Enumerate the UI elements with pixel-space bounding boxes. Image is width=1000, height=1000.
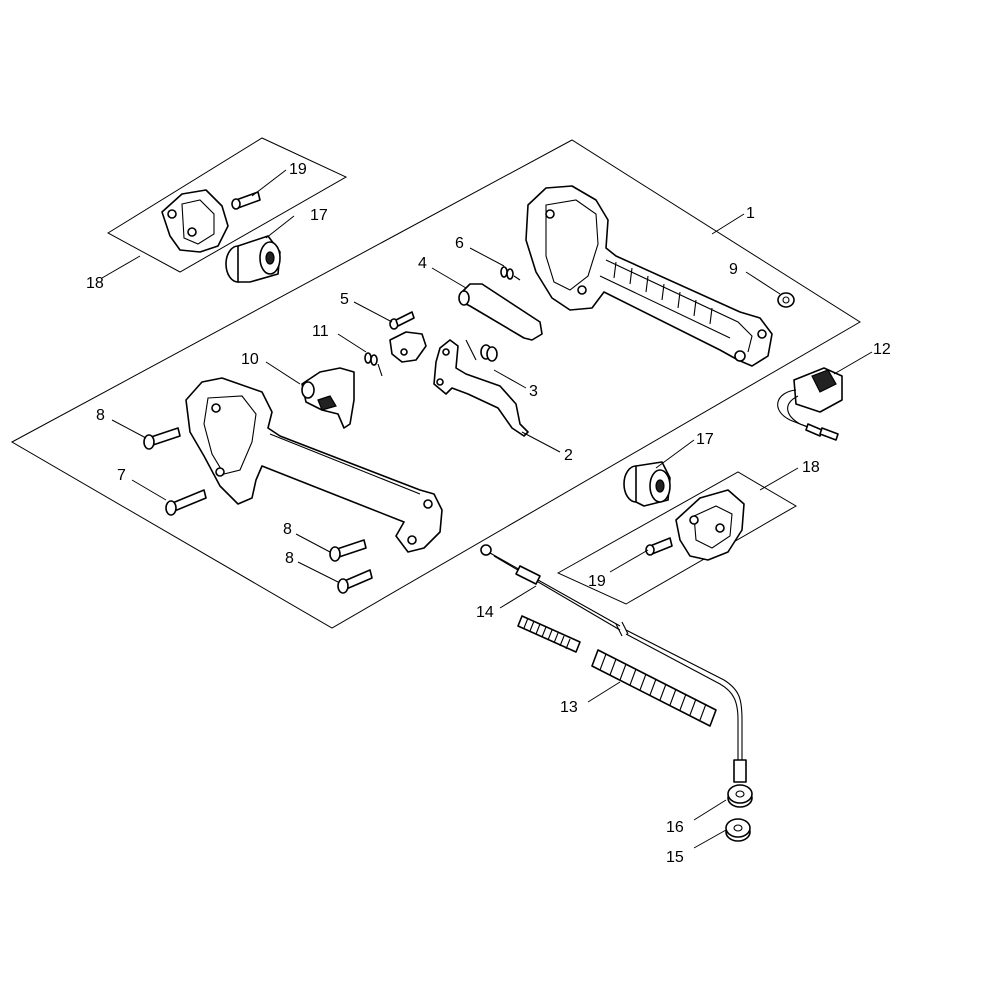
part-4-lockout-lever <box>458 283 543 341</box>
part-9-nut <box>777 292 795 308</box>
part-1-rear-handle-half <box>525 185 773 367</box>
part-14-throttle-cable <box>480 544 747 783</box>
right-subassembly-frame <box>556 471 797 605</box>
callout-6: 6 <box>455 235 464 252</box>
part-8-screw-upper-left <box>143 427 181 450</box>
callout-3: 3 <box>529 383 538 400</box>
part-16-nut <box>727 784 753 808</box>
callout-15: 15 <box>666 849 684 866</box>
callout-4: 4 <box>418 255 427 272</box>
part-6-spring <box>500 266 521 281</box>
part-18-clamp-upper <box>161 189 229 253</box>
callout-13: 13 <box>560 699 578 716</box>
callout-8-lower-b: 8 <box>285 550 294 567</box>
callout-18-right: 18 <box>802 459 820 476</box>
callout-8-upper: 8 <box>96 407 105 424</box>
part-8-front-handle-half <box>185 377 443 553</box>
callout-7: 7 <box>117 467 126 484</box>
part-19-screw-right <box>645 537 673 556</box>
callout-9: 9 <box>729 261 738 278</box>
part-11-link-spring <box>364 331 427 377</box>
callout-17-right: 17 <box>696 431 714 448</box>
upper-left-subassembly-frame <box>107 137 348 273</box>
callout-10: 10 <box>241 351 259 368</box>
main-assembly-frame <box>10 139 861 629</box>
callout-19-right: 19 <box>588 573 606 590</box>
part-7-screw <box>165 489 207 516</box>
part-17-grommet-upper <box>225 235 281 283</box>
callout-14: 14 <box>476 604 494 621</box>
callout-19-upper: 19 <box>289 161 307 178</box>
leader-lines <box>101 169 873 849</box>
part-12-stop-switch <box>777 367 843 441</box>
callout-8-lower-a: 8 <box>283 521 292 538</box>
part-3-trigger-spring <box>465 339 498 362</box>
part-19-screw-upper <box>231 191 261 210</box>
callout-16: 16 <box>666 819 684 836</box>
part-13-corrugated-tube <box>517 615 717 727</box>
part-10-switch-lever <box>301 367 355 429</box>
callout-17-upper: 17 <box>310 207 328 224</box>
callout-labels: 1 2 3 4 5 6 7 8 8 8 9 10 11 12 13 14 15 … <box>86 161 891 866</box>
part-15-nut <box>725 818 751 842</box>
part-18-clamp-right <box>675 489 745 561</box>
callout-11: 11 <box>312 323 329 340</box>
part-5-pin <box>389 311 415 330</box>
callout-1: 1 <box>746 205 755 222</box>
callout-2: 2 <box>564 447 573 464</box>
part-17-grommet-right <box>623 461 671 507</box>
part-8-screw-lower-a <box>329 539 367 562</box>
part-8-screw-lower-b <box>337 569 373 594</box>
callout-12: 12 <box>873 341 891 358</box>
callout-5: 5 <box>340 291 349 308</box>
callout-18-upper: 18 <box>86 275 104 292</box>
